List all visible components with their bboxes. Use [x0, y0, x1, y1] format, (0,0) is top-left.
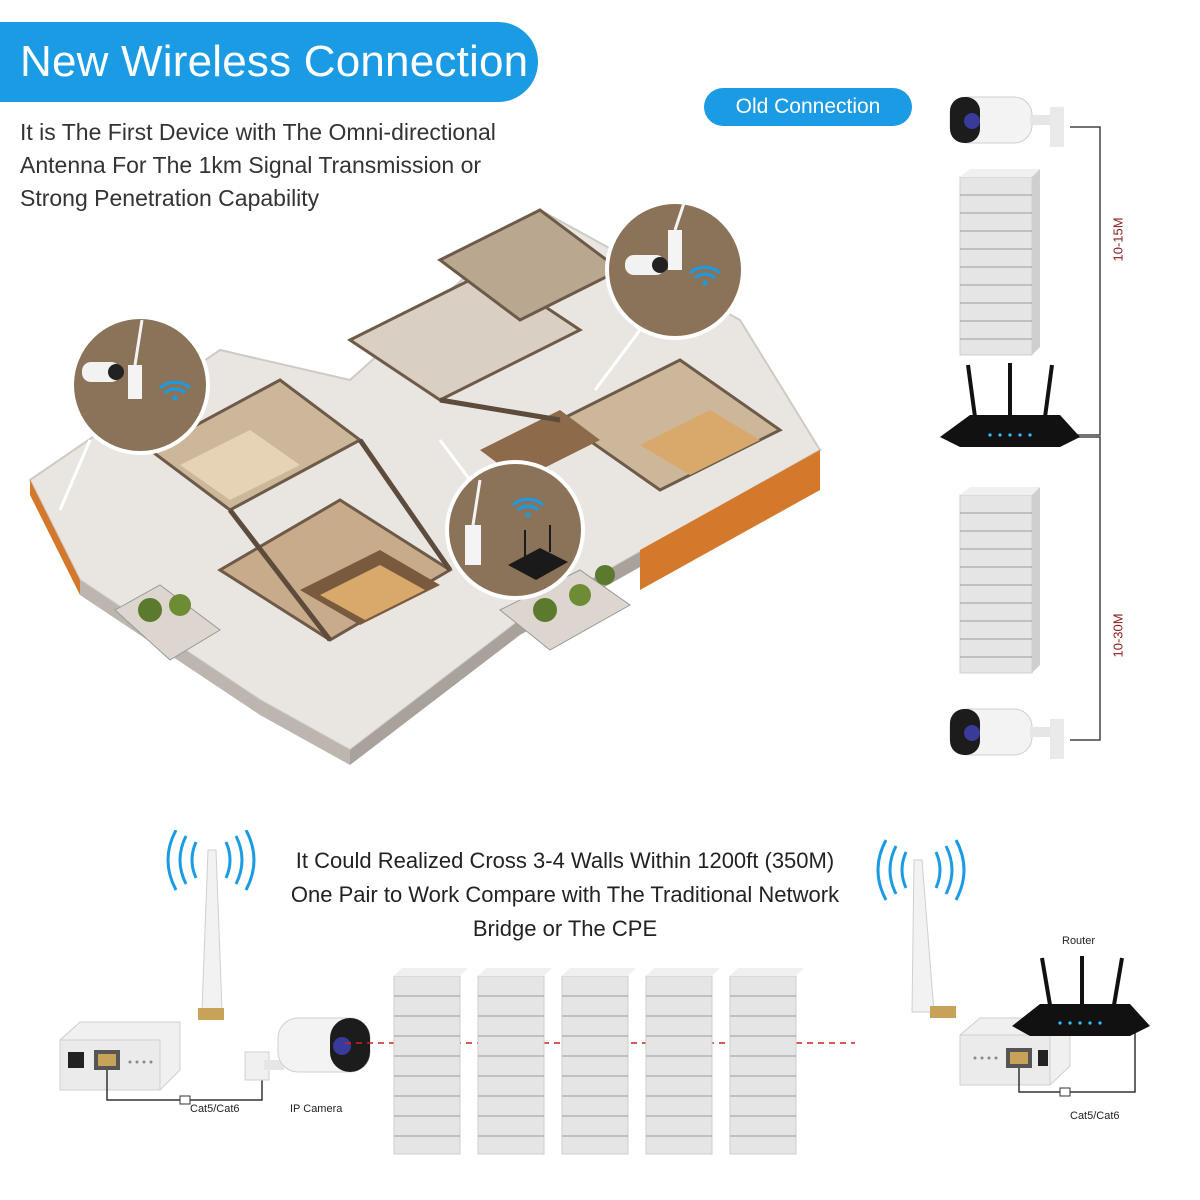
distance-label-top: 10-15M — [1110, 217, 1126, 262]
subtitle-line-3: Strong Penetration Capability — [20, 185, 320, 211]
bottom-caption: It Could Realized Cross 3-4 Walls Within… — [250, 844, 880, 946]
subtitle-line-2: Antenna For The 1km Signal Transmission … — [20, 152, 482, 178]
camera-icon — [949, 96, 1064, 147]
caption-line-1: It Could Realized Cross 3-4 Walls Within… — [295, 848, 835, 873]
bottom-diagram — [59, 830, 1150, 1155]
wifi-icon — [688, 265, 722, 286]
left-cable-label: Cat5/Cat6 — [190, 1103, 240, 1115]
signal-wave-icon — [166, 830, 256, 891]
brick-wall-icon — [477, 968, 552, 1155]
caption-line-2: One Pair to Work Compare with The Tradit… — [290, 882, 840, 907]
signal-wave-icon — [876, 839, 966, 901]
subtitle: It is The First Device with The Omni-dir… — [20, 116, 540, 215]
old-connection-diagram — [940, 96, 1101, 759]
old-connection-label: Old Connection — [704, 88, 912, 126]
brick-wall-icon — [393, 968, 468, 1155]
brick-wall-icon — [959, 169, 1040, 356]
router-label: Router — [1062, 935, 1096, 947]
page-title: New Wireless Connection — [0, 22, 538, 102]
caption-line-3: Bridge or The CPE — [472, 916, 658, 941]
distance-label-bottom: 10-30M — [1110, 613, 1126, 658]
right-cable-label: Cat5/Cat6 — [1070, 1110, 1120, 1122]
antenna-bridge-icon — [59, 849, 224, 1091]
zoom-circle-living — [438, 439, 585, 600]
brick-wall-icon — [645, 968, 720, 1155]
wifi-icon — [158, 380, 192, 401]
subtitle-line-1: It is The First Device with The Omni-dir… — [20, 119, 496, 145]
ip-camera-label: IP Camera — [290, 1103, 343, 1115]
floor-plan-illustration — [28, 199, 822, 765]
brick-wall-icon — [729, 968, 804, 1155]
zoom-circle-bedroom — [58, 315, 210, 511]
router-icon — [1012, 956, 1150, 1036]
brick-wall-icon — [959, 487, 1040, 674]
camera-icon — [949, 708, 1064, 759]
camera-icon — [244, 1017, 371, 1081]
router-icon — [940, 363, 1080, 447]
brick-wall-icon — [561, 968, 636, 1155]
wifi-icon — [511, 497, 545, 518]
zoom-circle-kitchen — [593, 199, 745, 391]
